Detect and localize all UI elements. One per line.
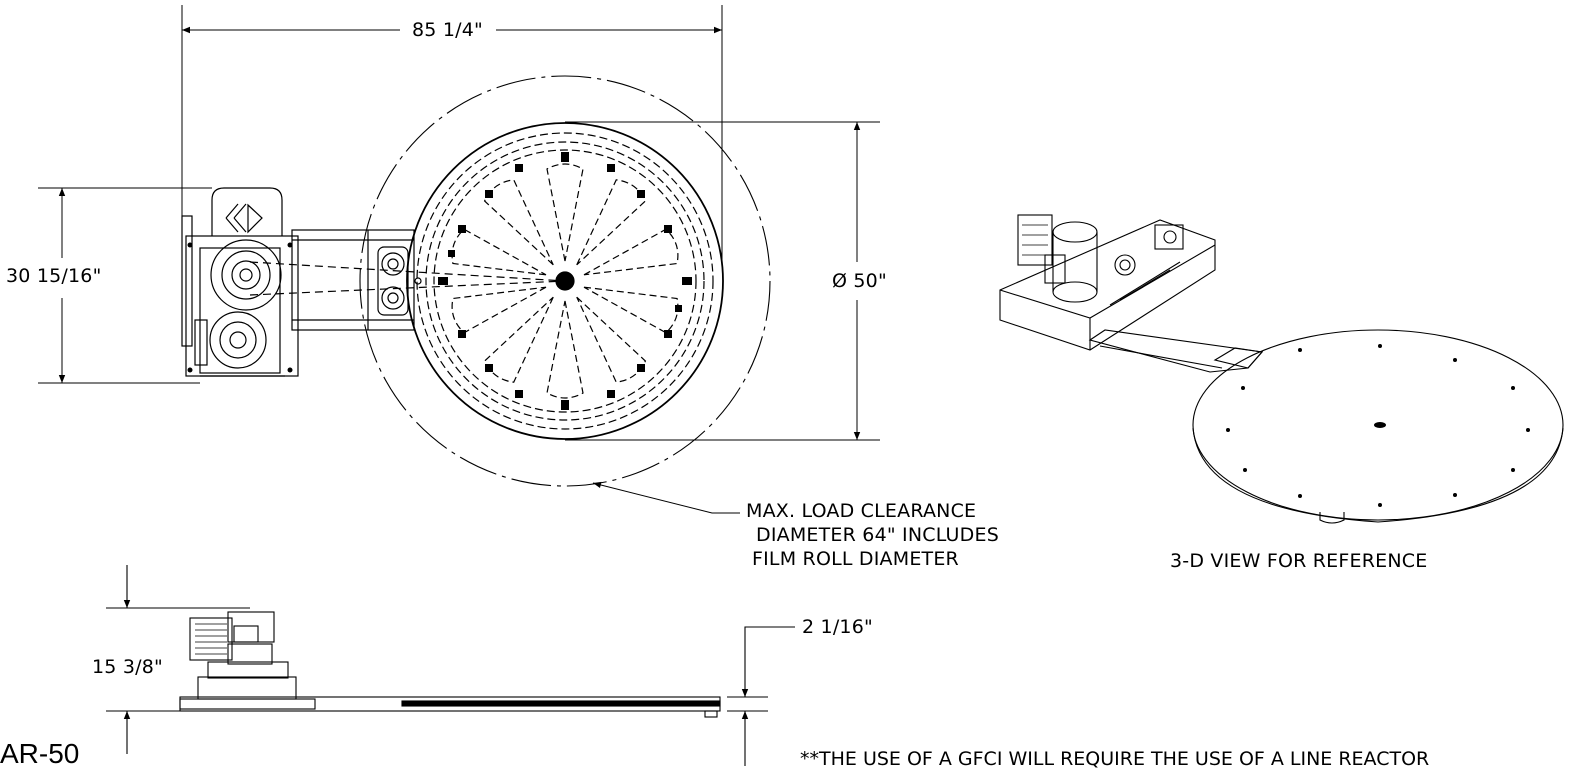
motor-pulley	[210, 239, 282, 311]
side-view	[106, 565, 795, 766]
iso-motor	[1017, 214, 1053, 266]
isometric-view	[999, 214, 1564, 524]
model-label: AR-50	[0, 738, 80, 769]
callout-line-3: FILM ROLL DIAMETER	[752, 548, 959, 570]
turntable-diameter-dimension: Ø 50"	[832, 270, 887, 292]
load-clearance-circle	[359, 75, 771, 487]
overall-length-dimension: 85 1/4"	[412, 19, 483, 41]
callout-line-2: DIAMETER 64" INCLUDES	[756, 524, 999, 546]
side-motor	[189, 617, 233, 661]
turntable-outer	[406, 122, 724, 440]
turntable-height-dimension: 2 1/16"	[802, 616, 873, 638]
turntable-bolts	[438, 152, 692, 410]
turntable-spokes	[451, 163, 679, 399]
iso-turntable	[1192, 329, 1564, 521]
gearbox	[209, 311, 267, 369]
drive-base	[185, 235, 299, 377]
footnote: **THE USE OF A GFCI WILL REQUIRE THE USE…	[800, 748, 1430, 770]
top-view	[181, 75, 771, 487]
overall-height-dimension: 15 3/8"	[92, 656, 163, 678]
iso-base	[999, 219, 1216, 351]
base-width-dimension: 30 15/16"	[6, 265, 102, 287]
dimension-lines	[38, 5, 880, 514]
drive-arm	[291, 229, 415, 331]
turntable-inner-dashed	[416, 132, 714, 430]
view-caption: 3-D VIEW FOR REFERENCE	[1170, 550, 1428, 572]
callout-line-1: MAX. LOAD CLEARANCE	[746, 500, 977, 522]
